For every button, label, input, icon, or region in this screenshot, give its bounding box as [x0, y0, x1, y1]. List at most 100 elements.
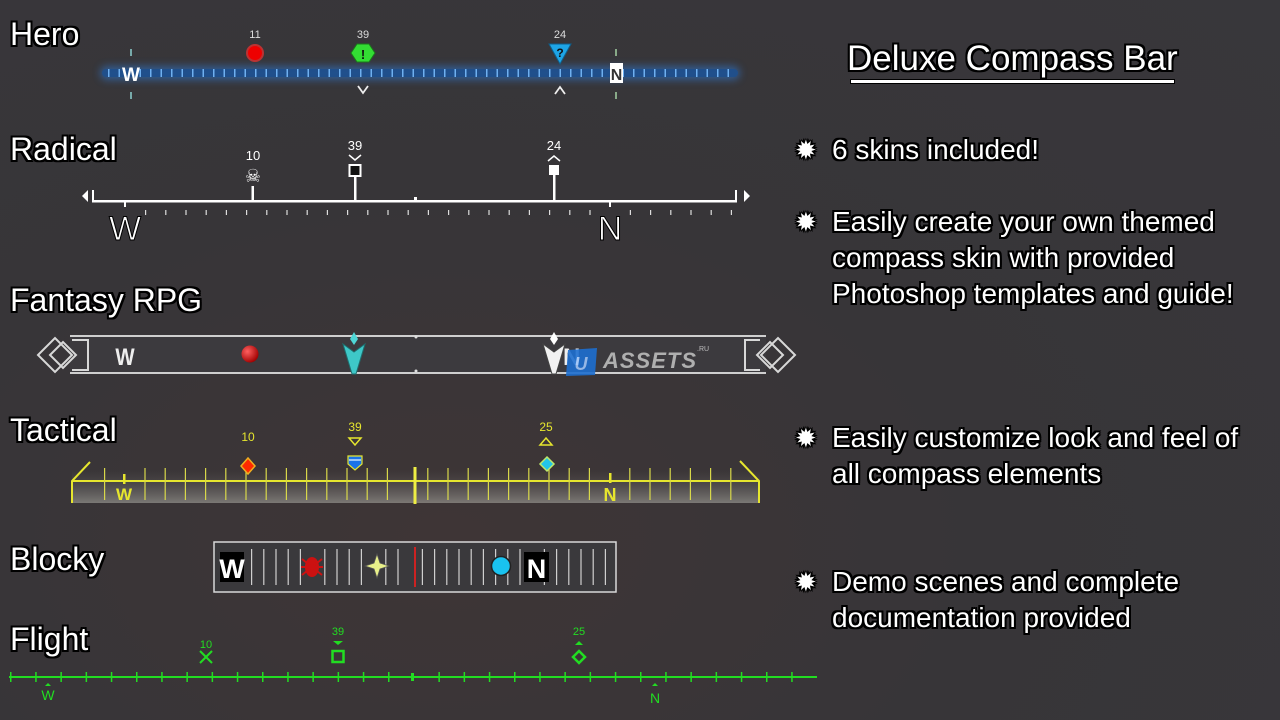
tick-mark	[324, 549, 326, 585]
skin-label-tactical: Tactical	[10, 412, 117, 448]
fantasy-cardinal-w: W	[115, 343, 134, 370]
hero-distance-label: 24	[554, 29, 566, 41]
skin-label-flight: Flight	[10, 621, 89, 657]
tick-mark	[488, 210, 490, 215]
starburst-bullet-icon: ✹	[795, 567, 817, 597]
tick-mark	[381, 69, 383, 77]
radical-left-arrow-icon	[82, 190, 88, 202]
flight-w-caret-icon	[45, 683, 51, 686]
tick-mark	[245, 468, 247, 500]
hero-below-indicator-icon	[357, 85, 369, 95]
tick-mark	[519, 549, 521, 585]
tick-mark	[388, 672, 390, 682]
tick-mark	[487, 468, 489, 500]
flight-distance-label: 10	[200, 639, 212, 651]
tick-mark	[346, 468, 348, 500]
fantasy-center-mark-top	[414, 335, 418, 339]
tactical-red-diamond-marker-icon	[240, 456, 256, 476]
compass-fantasy: W N U ASSETS .RU	[36, 332, 797, 376]
tick-mark	[622, 69, 624, 77]
tick-mark	[139, 69, 141, 77]
tick-mark	[559, 69, 561, 77]
tick-mark	[528, 468, 530, 500]
blocky-n-letter: N	[527, 554, 547, 584]
tick-mark	[60, 672, 62, 682]
hero-w-tick-top	[130, 49, 132, 56]
tick-mark	[514, 672, 516, 682]
tick-mark	[438, 672, 440, 682]
tick-mark	[690, 210, 692, 215]
tick-mark	[496, 69, 498, 77]
flight-square-marker-icon	[331, 649, 345, 664]
feature-item: ✹ Demo scenes and complete documentation…	[795, 564, 1212, 636]
tick-mark	[569, 210, 571, 215]
tick-mark	[589, 210, 591, 215]
tactical-distance-label: 10	[241, 430, 255, 444]
tick-mark	[360, 69, 362, 77]
feature-item: ✹ Easily customize look and feel of all …	[795, 420, 1262, 492]
radical-above-indicator-icon	[547, 155, 561, 162]
hero-distance-label: 39	[357, 29, 369, 41]
tick-mark	[287, 672, 289, 682]
tick-mark	[549, 69, 551, 77]
fantasy-white-arrow-marker-icon	[542, 332, 566, 375]
tactical-above-indicator-icon	[538, 436, 554, 446]
tick-mark	[689, 468, 691, 500]
tactical-blue-shield-marker-icon	[347, 455, 363, 471]
flight-n-caret-icon	[652, 683, 658, 686]
tick-mark	[766, 672, 768, 682]
tick-mark	[360, 549, 362, 585]
tick-mark	[370, 69, 372, 77]
tick-mark	[85, 672, 88, 682]
tick-mark	[275, 549, 277, 585]
tick-mark	[160, 69, 162, 77]
tick-mark	[454, 69, 456, 77]
radical-right-cap	[735, 190, 737, 202]
tick-mark	[306, 468, 308, 500]
tick-mark	[255, 69, 257, 77]
blocky-w-letter: W	[219, 554, 245, 584]
tick-mark	[650, 210, 652, 215]
tick-mark	[326, 210, 328, 215]
tick-mark	[402, 69, 404, 77]
hero-distance-label: 11	[249, 29, 260, 41]
tick-mark	[286, 210, 288, 215]
fantasy-left-endcap-icon	[36, 336, 89, 374]
radical-center-mark	[414, 197, 417, 201]
flight-cardinal-w: W	[41, 687, 55, 703]
fantasy-red-orb-marker	[241, 345, 259, 363]
flight-ticks	[10, 672, 793, 682]
tick-mark	[458, 549, 460, 585]
tick-mark	[444, 69, 446, 77]
tick-mark	[568, 468, 570, 500]
tick-mark	[640, 672, 642, 682]
tick-mark	[336, 549, 338, 585]
compass-hero: W N 11 39 ! 24 ?	[100, 29, 740, 99]
tick-mark	[184, 468, 186, 500]
tick-mark	[715, 672, 718, 682]
radical-baseline	[92, 200, 737, 203]
tick-mark	[463, 672, 466, 682]
tick-mark	[407, 210, 409, 215]
tactical-w-tick	[123, 474, 126, 484]
tick-mark	[433, 69, 435, 77]
tick-mark	[629, 468, 631, 500]
tick-mark	[164, 468, 166, 500]
tick-mark	[446, 549, 448, 585]
tick-mark	[265, 468, 267, 500]
tick-mark	[108, 69, 110, 77]
tick-mark	[696, 69, 698, 77]
compass-blocky: W N	[213, 541, 617, 593]
tick-mark	[517, 69, 519, 77]
tick-mark	[412, 69, 414, 77]
tick-mark	[649, 468, 651, 500]
tick-mark	[35, 672, 37, 682]
tactical-below-indicator-icon	[347, 437, 363, 447]
tick-mark	[185, 210, 187, 215]
tick-mark	[362, 672, 365, 682]
tick-mark	[580, 69, 582, 77]
watermark-suffix: .RU	[697, 346, 709, 353]
tick-mark	[468, 210, 470, 215]
flight-cross-marker-icon	[199, 650, 213, 664]
